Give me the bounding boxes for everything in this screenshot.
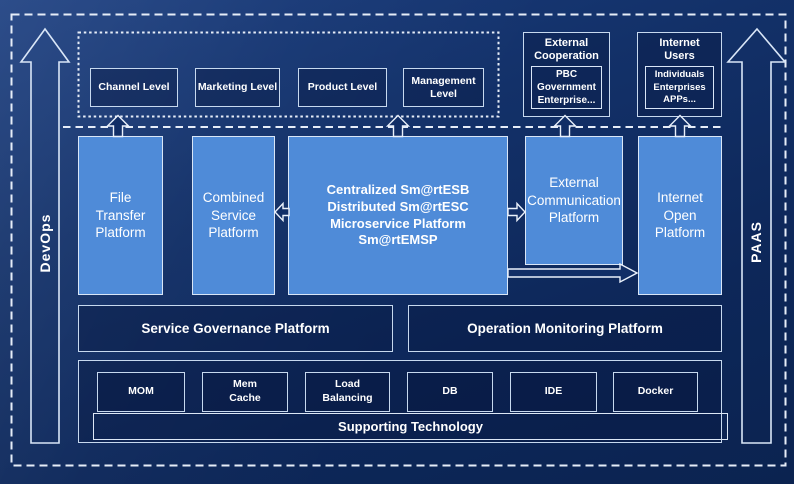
up-arrow-file-transfer (105, 114, 131, 138)
tech-box-load-balancing: Load Balancing (305, 372, 390, 412)
tech-box-ide: IDE (510, 372, 597, 412)
level-box-channel: Channel Level (90, 68, 178, 107)
level-box-marketing: Marketing Level (195, 68, 280, 107)
up-arrow-internet-users (667, 114, 693, 138)
external-cooperation-members: PBC Government Enterprise... (531, 66, 602, 109)
combined-service-platform-box: Combined Service Platform (192, 136, 275, 295)
esb-to-external-communication-arrow (507, 201, 526, 223)
external-communication-platform-box: External Communication Platform (525, 136, 623, 265)
up-arrow-esb (385, 114, 411, 138)
tech-box-mem-cache: Mem Cache (202, 372, 288, 412)
external-cooperation-box: External Cooperation PBC Government Ente… (523, 32, 610, 117)
internet-users-box: Internet Users Individuals Enterprises A… (637, 32, 722, 117)
internet-users-title: Internet Users (659, 37, 700, 63)
esb-to-combined-service-arrow (274, 201, 290, 223)
level-box-management: Management Level (403, 68, 484, 107)
paas-rail-label: PAAS (748, 221, 764, 263)
operation-monitoring-platform-box: Operation Monitoring Platform (408, 305, 722, 352)
service-governance-platform-box: Service Governance Platform (78, 305, 393, 352)
file-transfer-platform-box: File Transfer Platform (78, 136, 163, 295)
internet-open-platform-box: Internet Open Platform (638, 136, 722, 295)
external-cooperation-title: External Cooperation (534, 37, 599, 63)
tech-box-db: DB (407, 372, 493, 412)
internet-users-members: Individuals Enterprises APPs... (645, 66, 714, 109)
tech-box-mom: MOM (97, 372, 185, 412)
devops-rail-label: DevOps (37, 213, 53, 273)
esb-platform-box: Centralized Sm@rtESB Distributed Sm@rtES… (288, 136, 508, 295)
tech-box-docker: Docker (613, 372, 698, 412)
level-box-product: Product Level (298, 68, 387, 107)
up-arrow-external-cooperation (552, 114, 578, 138)
esb-to-internet-open-arrow (507, 262, 639, 284)
supporting-technology-banner: Supporting Technology (93, 413, 728, 440)
